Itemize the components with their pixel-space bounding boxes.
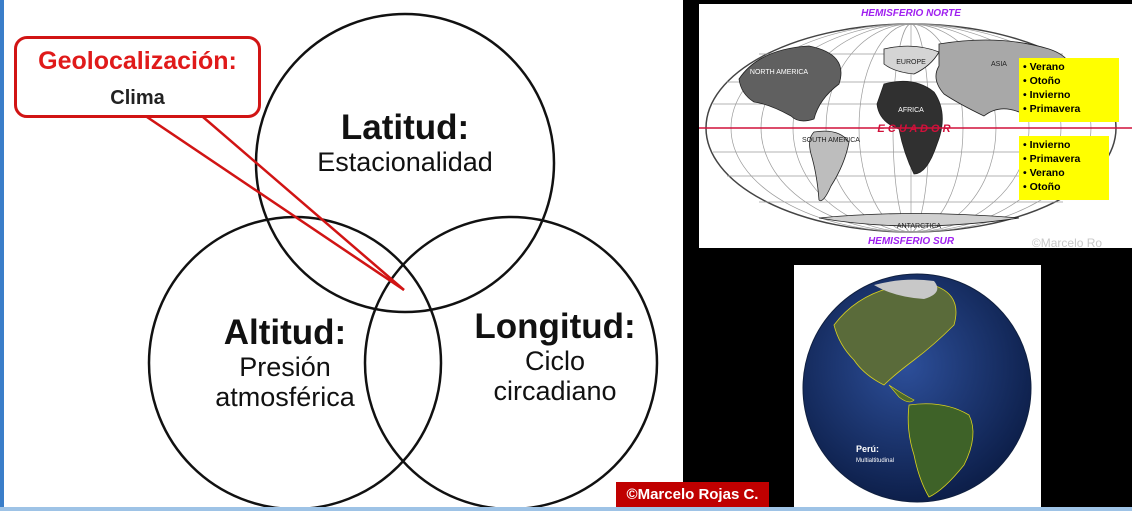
left-accent-bar bbox=[0, 0, 4, 511]
map-europe: EUROPE bbox=[896, 59, 926, 66]
map-north-america: NORTH AMERICA bbox=[750, 69, 809, 76]
map-antarctica: ANTARCTICA bbox=[897, 223, 942, 230]
world-map-graphic: HEMISFERIO NORTE HEMISFERIO SUR E C U A … bbox=[699, 8, 1132, 248]
longitude-label: Longitud: Ciclo circadiano bbox=[440, 307, 670, 407]
map-watermark: ©Marcelo Ro bbox=[1032, 236, 1103, 248]
south-season-item: Otoño bbox=[1023, 180, 1105, 194]
map-asia: ASIA bbox=[991, 61, 1007, 68]
south-season-item: Verano bbox=[1023, 166, 1105, 180]
callout-subtitle: Clima bbox=[110, 87, 165, 109]
altitude-heading: Altitud: bbox=[223, 313, 347, 352]
south-season-item: Invierno bbox=[1023, 138, 1105, 152]
map-equator-label: E C U A D O R bbox=[877, 123, 950, 135]
callout-title: Geolocalización: bbox=[38, 47, 237, 75]
venn-diagram bbox=[143, 12, 659, 511]
globe-graphic: Perú: Multialtitudinal bbox=[802, 273, 1032, 503]
map-south-label: HEMISFERIO SUR bbox=[868, 236, 955, 247]
altitude-label: Altitud: Presión atmosférica bbox=[170, 313, 400, 413]
callout-pointer-line bbox=[143, 113, 405, 292]
map-africa: AFRICA bbox=[898, 107, 924, 114]
north-season-item: Otoño bbox=[1023, 74, 1115, 88]
south-season-item: Primavera bbox=[1023, 152, 1105, 166]
longitude-sub-line1: Ciclo bbox=[524, 346, 585, 377]
altitude-sub-line2: atmosférica bbox=[215, 382, 355, 413]
north-season-item: Invierno bbox=[1023, 88, 1115, 102]
map-south-america: SOUTH AMERICA bbox=[802, 137, 860, 144]
globe-label-sub: Multialtitudinal bbox=[856, 458, 894, 464]
north-season-item: Verano bbox=[1023, 60, 1115, 74]
north-seasons-box: Verano Otoño Invierno Primavera bbox=[1019, 58, 1119, 122]
latitude-heading: Latitud: bbox=[340, 108, 470, 147]
globe-image: Perú: Multialtitudinal bbox=[794, 265, 1041, 511]
map-north-label: HEMISFERIO NORTE bbox=[861, 8, 961, 19]
copyright-badge: ©Marcelo Rojas C. bbox=[616, 482, 769, 508]
callout-pointer-line-2 bbox=[202, 116, 405, 291]
altitude-sub-line1: Presión bbox=[239, 352, 331, 383]
geolocation-callout: Geolocalización: Clima bbox=[14, 36, 261, 118]
south-seasons-box: Invierno Primavera Verano Otoño bbox=[1019, 136, 1109, 200]
longitude-heading: Longitud: bbox=[474, 307, 636, 346]
north-season-item: Primavera bbox=[1023, 102, 1115, 116]
longitude-sub-line2: circadiano bbox=[493, 376, 617, 407]
latitude-label: Latitud: Estacionalidad bbox=[280, 108, 530, 177]
latitude-sub: Estacionalidad bbox=[317, 147, 493, 178]
world-map: HEMISFERIO NORTE HEMISFERIO SUR E C U A … bbox=[699, 4, 1132, 248]
bottom-accent-line bbox=[0, 507, 1132, 511]
globe-label-title: Perú: bbox=[856, 444, 879, 454]
